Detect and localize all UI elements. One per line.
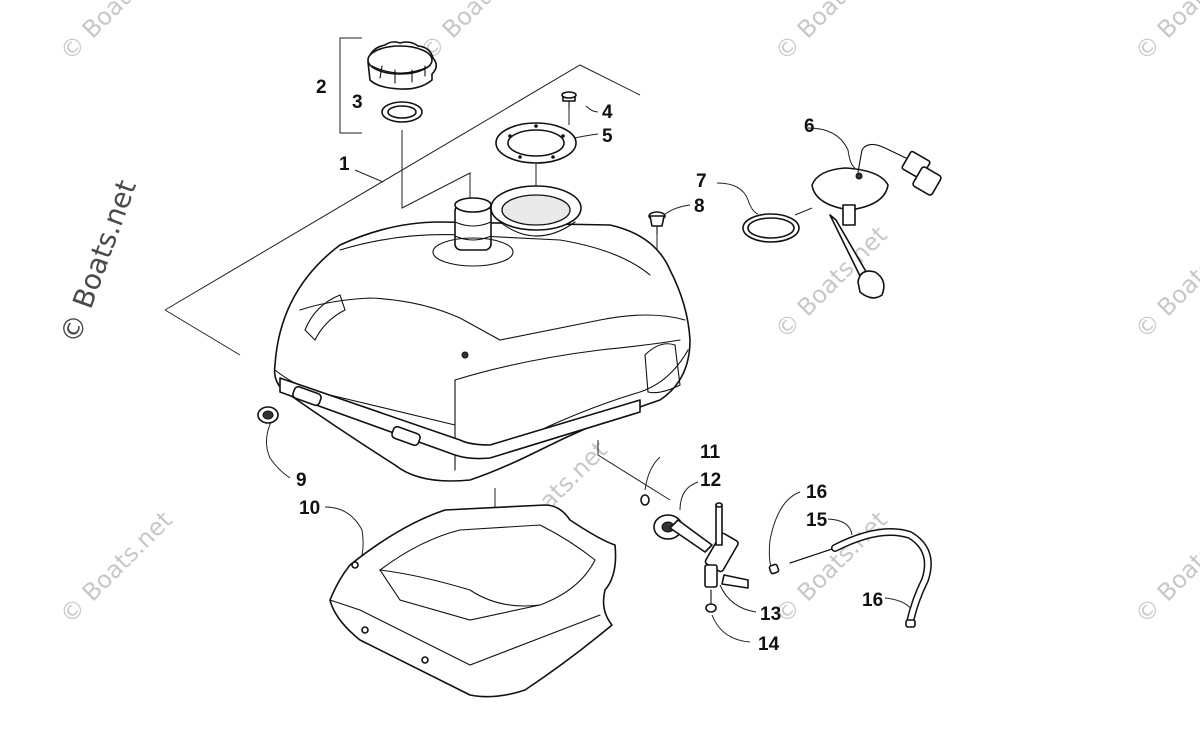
callout-10: 10 [299,498,320,519]
callout-11: 11 [700,442,721,463]
callout-5: 5 [602,126,613,147]
callout-15: 15 [806,510,828,531]
callout-16-lower: 16 [862,590,883,611]
pump-o-ring [742,213,800,243]
cap-o-ring [381,101,423,123]
fuel-pump-sender [811,143,942,299]
vent-fitting [648,211,666,235]
hose-clamps [768,563,916,628]
callout-2: 2 [316,77,327,98]
callout-4: 4 [602,102,613,123]
fuel-petcock [669,502,749,589]
callout-16-upper: 16 [806,482,827,503]
heat-shield [329,504,617,698]
callout-14: 14 [758,634,780,655]
callout-9: 9 [296,470,307,491]
fuel-tank [273,185,691,482]
watermark-top-left: © Boats.net [54,0,177,66]
callout-8: 8 [694,196,705,217]
callout-13: 13 [760,604,781,625]
pump-gasket [495,122,577,164]
watermark-bottom-right: © Boats.net [1129,506,1200,629]
watermark-bottom-left: © Boats.net [54,506,177,629]
fuel-hose [789,528,932,626]
washer-11 [640,494,650,506]
watermark-vertical-main: © Boats.net [54,176,143,348]
fuel-cap [367,41,438,90]
petcock-screw [705,589,717,613]
watermark-top-right: © Boats.net [1129,0,1200,66]
callout-labels: 1 2 3 4 5 6 7 8 9 10 11 12 13 14 15 16 1… [296,77,883,655]
callout-7: 7 [696,171,707,192]
watermark-top-mid-right: © Boats.net [769,0,892,66]
screw-4 [561,91,577,109]
callout-12: 12 [700,470,721,491]
petcock-gasket [653,514,683,540]
grommet [257,406,279,424]
callout-3: 3 [352,92,363,113]
callout-6: 6 [804,116,815,137]
watermark-mid-far-right: © Boats.net [1129,221,1200,344]
callout-1: 1 [339,154,350,175]
